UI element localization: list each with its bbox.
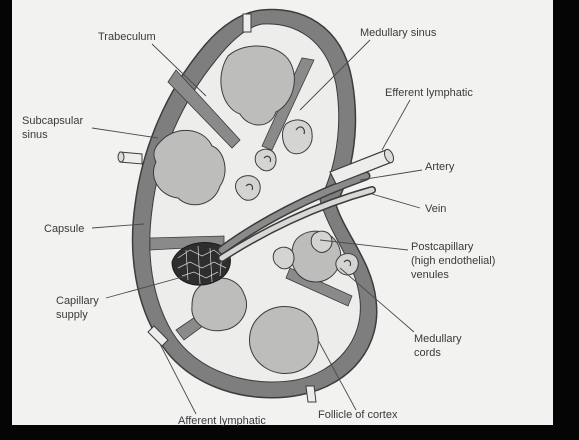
medullary-cord-1 xyxy=(283,120,313,154)
label-capillary-supply-line2: supply xyxy=(56,309,88,321)
label-capillary-supply-line1: Capillary xyxy=(56,295,99,307)
label-medullary-cords-line2: cords xyxy=(414,347,441,359)
label-trabeculum: Trabeculum xyxy=(98,31,156,43)
label-postcapillary-line1: Postcapillary xyxy=(411,241,474,253)
label-subcapsular-sinus-line1: Subcapsular xyxy=(22,115,83,127)
afferent-lymphatic-bottom xyxy=(306,386,316,402)
label-subcapsular-sinus-line2: sinus xyxy=(22,129,48,141)
label-medullary-sinus: Medullary sinus xyxy=(360,27,437,39)
medullary-cord-4 xyxy=(311,231,332,252)
label-vein: Vein xyxy=(425,203,446,215)
medullary-cord-5 xyxy=(336,254,358,275)
label-afferent-lymphatic: Afferent lymphatic xyxy=(178,415,266,427)
label-capsule: Capsule xyxy=(44,223,84,235)
afferent-lymphatic-left-opening xyxy=(118,152,124,162)
afferent-lymphatic-top xyxy=(243,14,251,32)
label-artery: Artery xyxy=(425,161,455,173)
follicle-bottom-left xyxy=(192,278,247,331)
label-postcapillary-line2: (high endothelial) xyxy=(411,255,495,267)
label-follicle-of-cortex: Follicle of cortex xyxy=(318,409,398,421)
label-postcapillary-line3: venules xyxy=(411,269,449,281)
label-medullary-cords-line1: Medullary xyxy=(414,333,462,345)
label-efferent-lymphatic: Efferent lymphatic xyxy=(385,87,473,99)
follicle-bottom xyxy=(249,307,318,374)
